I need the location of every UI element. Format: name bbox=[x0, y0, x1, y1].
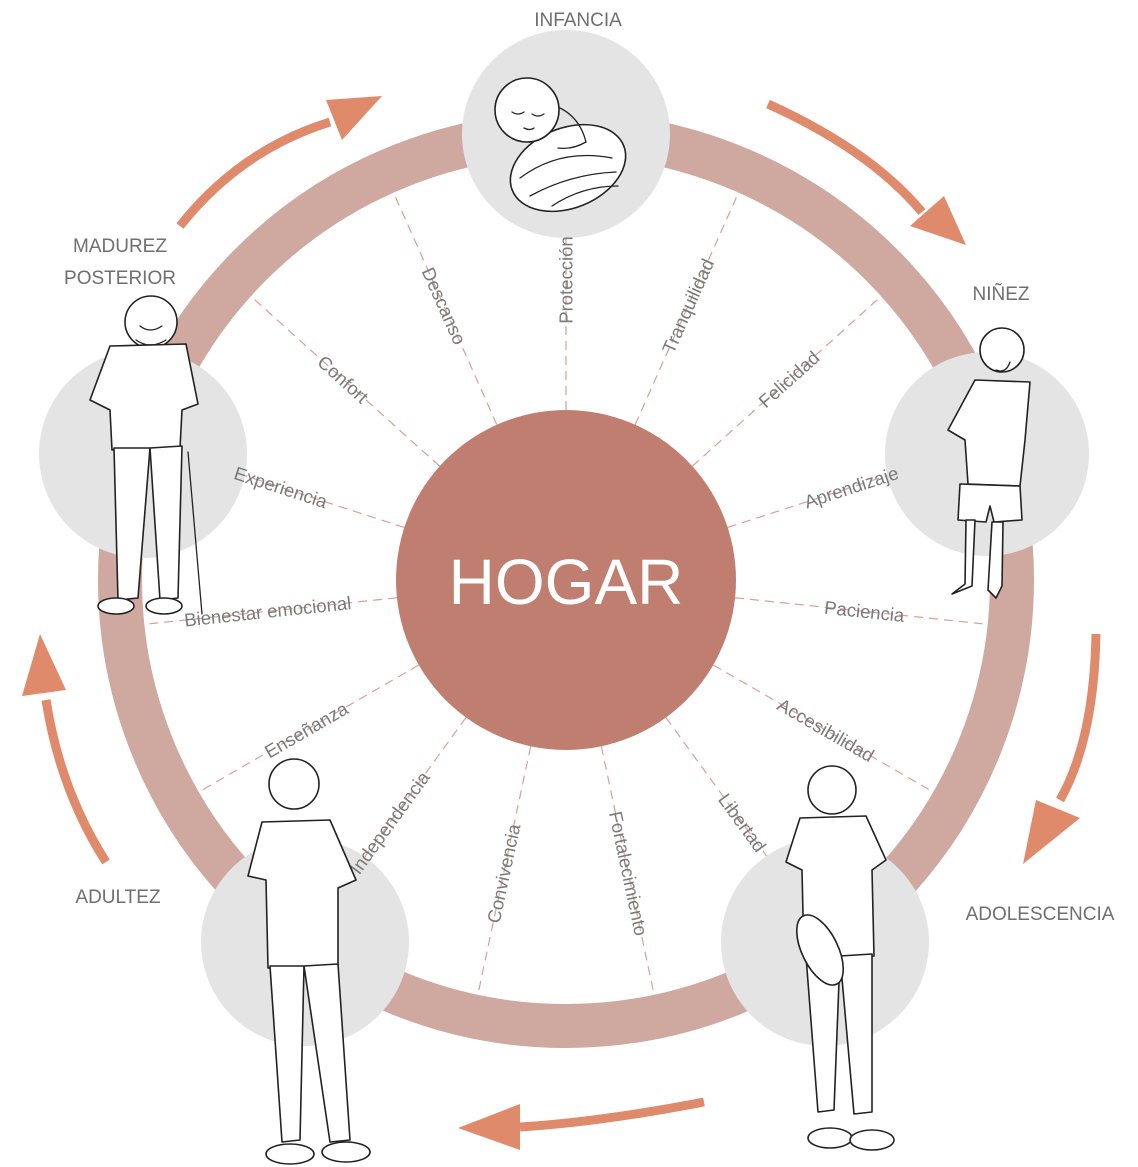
spoke-line bbox=[600, 746, 655, 995]
spoke-line bbox=[477, 746, 532, 995]
arrow-ninez-to-adolescencia bbox=[1023, 633, 1101, 864]
value-label: Enseñanza bbox=[261, 697, 352, 762]
arrow-madurez-to-infancia bbox=[176, 96, 382, 229]
value-label: Independencia bbox=[345, 767, 434, 878]
spoke-line bbox=[392, 192, 498, 425]
spoke-line bbox=[735, 597, 988, 625]
cycle-arrows bbox=[22, 96, 1101, 1150]
arrow-adultez-to-madurez bbox=[22, 634, 110, 865]
spoke-line bbox=[712, 664, 934, 793]
value-label: Aprendizaje bbox=[802, 462, 901, 512]
value-label: Descanso bbox=[418, 264, 471, 348]
teen-icon bbox=[785, 765, 895, 1151]
spoke-line bbox=[144, 597, 397, 625]
arrow-adolescencia-to-adultez bbox=[458, 1097, 705, 1150]
child-icon bbox=[947, 327, 1031, 599]
center-circle bbox=[396, 410, 736, 750]
spoke-line bbox=[198, 664, 420, 793]
value-label: Felicidad bbox=[754, 347, 823, 412]
elder-icon bbox=[89, 295, 203, 615]
value-label: Experiencia bbox=[231, 462, 330, 512]
spoke-line bbox=[634, 192, 740, 425]
stage-label-ninez: NIÑEZ bbox=[973, 283, 1030, 305]
adult-icon bbox=[247, 758, 371, 1165]
spoke-line bbox=[250, 295, 441, 467]
arrow-infancia-to-ninez bbox=[766, 99, 966, 245]
stage-label-infancia: INFANCIA bbox=[534, 10, 622, 31]
stage-label-madurez-line2: POSTERIOR bbox=[64, 268, 176, 289]
value-label: Convivencia bbox=[483, 821, 525, 925]
spoke-line bbox=[691, 295, 882, 467]
value-label: Libertad bbox=[714, 789, 770, 855]
stage-label-madurez-line1: MADUREZ bbox=[73, 236, 167, 257]
value-label: Accesibilidad bbox=[774, 694, 878, 766]
value-label: Fortalecimiento bbox=[605, 809, 652, 937]
center-label: HOGAR bbox=[449, 546, 684, 618]
value-label: Protección bbox=[556, 236, 577, 323]
value-label: Confort bbox=[313, 351, 372, 407]
value-label: Bienestar emocional bbox=[183, 592, 352, 630]
stage-labels: INFANCIA NIÑEZ ADOLESCENCIA ADULTEZ MADU… bbox=[64, 10, 1115, 925]
stage-label-adultez: ADULTEZ bbox=[75, 887, 161, 908]
value-label: Tranquilidad bbox=[658, 255, 718, 356]
value-label: Paciencia bbox=[823, 597, 906, 626]
stage-label-adolescencia: ADOLESCENCIA bbox=[966, 904, 1115, 925]
baby-icon bbox=[494, 77, 627, 213]
